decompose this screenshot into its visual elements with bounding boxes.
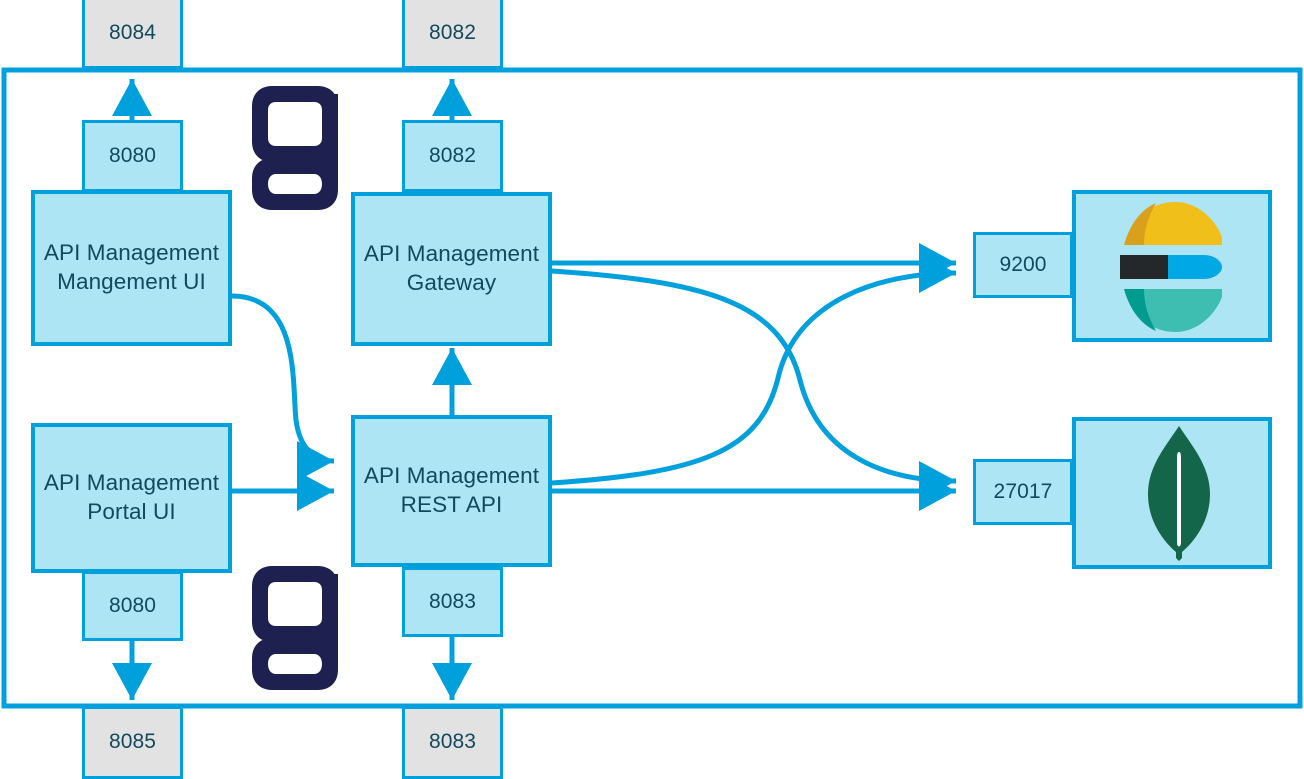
external-port-8083: 8083 xyxy=(402,706,503,779)
arrow-mgmtui-to-restapi xyxy=(231,293,335,481)
service-gateway-line1: API Management xyxy=(363,241,540,267)
port-gateway-8082-label: 8082 xyxy=(428,143,477,167)
port-elasticsearch-9200-label: 9200 xyxy=(999,252,1047,276)
deployment-boundary xyxy=(1,67,1303,709)
external-port-8084-label: 8084 xyxy=(108,20,157,44)
service-gateway-line2: Gateway xyxy=(406,270,497,295)
external-port-8082: 8082 xyxy=(402,0,503,69)
datastore-elasticsearch xyxy=(1072,190,1272,342)
external-port-8085: 8085 xyxy=(82,706,183,779)
service-gateway: API Management Gateway xyxy=(351,192,552,346)
port-portal-ui-8080: 8080 xyxy=(82,571,183,641)
service-rest-api-line1: API Management xyxy=(363,463,540,489)
service-portal-ui-line2: Portal UI xyxy=(87,499,176,524)
port-rest-api-8083: 8083 xyxy=(402,567,503,637)
external-port-8083-label: 8083 xyxy=(428,730,477,754)
service-rest-api-line2: REST API xyxy=(400,492,503,517)
port-management-ui-8080-label: 8080 xyxy=(108,143,157,167)
port-mongodb-27017-label: 27017 xyxy=(993,479,1053,503)
port-mongodb-27017: 27017 xyxy=(973,459,1073,525)
service-management-ui: API Management Mangement UI xyxy=(31,190,232,346)
port-rest-api-8083-label: 8083 xyxy=(428,589,477,613)
service-rest-api: API Management REST API xyxy=(351,415,552,567)
service-management-ui-line1: API Management xyxy=(43,240,220,266)
datastore-mongodb xyxy=(1072,417,1272,569)
arrow-gateway-to-mongodb xyxy=(551,268,957,501)
service-management-ui-line2: Mangement UI xyxy=(57,269,206,294)
external-port-8084: 8084 xyxy=(82,0,183,69)
service-portal-ui-line1: API Management xyxy=(43,470,220,496)
gravitee-g-logo-top xyxy=(252,86,338,210)
port-elasticsearch-9200: 9200 xyxy=(973,232,1073,298)
external-port-8085-label: 8085 xyxy=(108,730,157,754)
arrow-restapi-to-elasticsearch xyxy=(551,253,957,486)
port-gateway-8082: 8082 xyxy=(402,120,503,192)
external-port-8082-label: 8082 xyxy=(428,20,477,44)
service-portal-ui: API Management Portal UI xyxy=(31,423,232,573)
port-management-ui-8080: 8080 xyxy=(82,120,183,192)
gravitee-g-logo-bottom xyxy=(252,566,338,690)
port-portal-ui-8080-label: 8080 xyxy=(108,593,157,617)
